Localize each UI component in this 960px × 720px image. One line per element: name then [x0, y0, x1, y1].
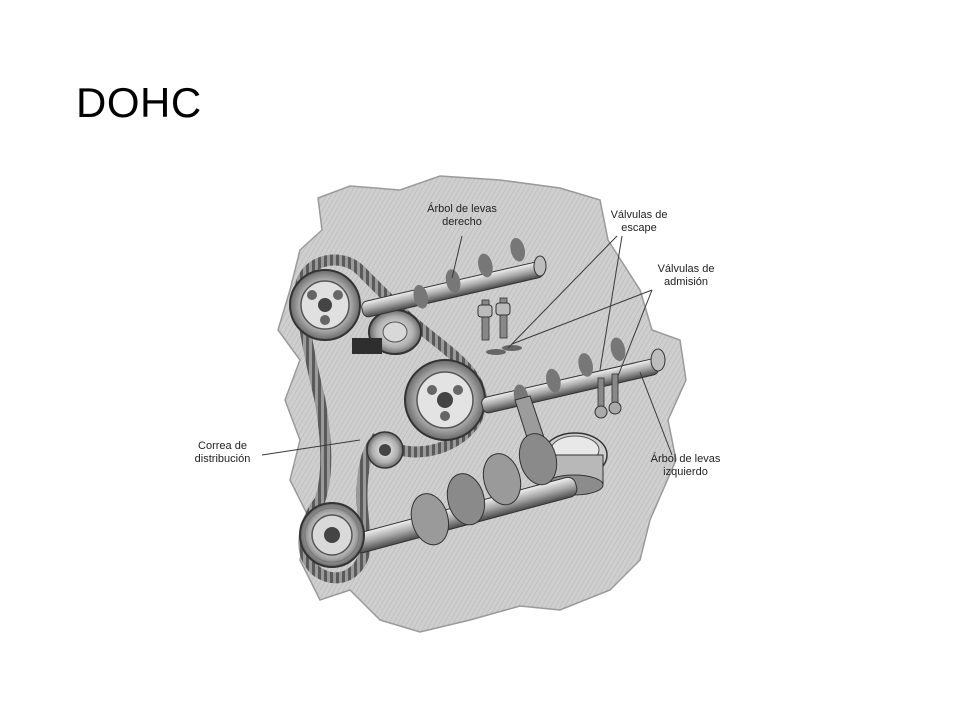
label-intake-valves: Válvulas de admisión — [641, 263, 731, 289]
label-exhaust-valves: Válvulas de escape — [594, 209, 684, 235]
label-timing-belt-line1: Correa de — [198, 440, 247, 452]
label-timing-belt: Correa de distribución — [180, 440, 265, 466]
belt-tensioner — [352, 309, 422, 355]
label-exhaust-valves-line1: Válvulas de — [610, 209, 668, 221]
label-right-camshaft-line2: derecho — [442, 216, 482, 228]
slide-title: DOHC — [76, 79, 202, 126]
label-right-camshaft: Árbol de levas derecho — [412, 203, 512, 229]
crank-pulley — [299, 502, 365, 568]
label-exhaust-valves-line2: escape — [621, 222, 657, 234]
idler-pulley — [366, 431, 404, 469]
label-left-camshaft-line1: Árbol de levas — [650, 453, 721, 465]
label-intake-valves-line1: Válvulas de — [657, 263, 715, 275]
crankshaft — [352, 433, 578, 554]
leader-lines — [261, 235, 673, 456]
upper-cam-pulley — [289, 269, 361, 341]
label-left-camshaft-line2: izquierdo — [663, 466, 708, 478]
right-camshaft — [361, 237, 547, 318]
lower-cam-pulley — [404, 359, 486, 441]
label-intake-valves-line2: admisión — [663, 276, 709, 288]
label-left-camshaft: Árbol de levas izquierdo — [638, 453, 733, 479]
exhaust-valves — [477, 297, 522, 355]
label-right-camshaft-line1: Árbol de levas — [427, 203, 497, 215]
intake-valves — [594, 373, 622, 419]
label-timing-belt-line2: distribución — [194, 453, 251, 465]
